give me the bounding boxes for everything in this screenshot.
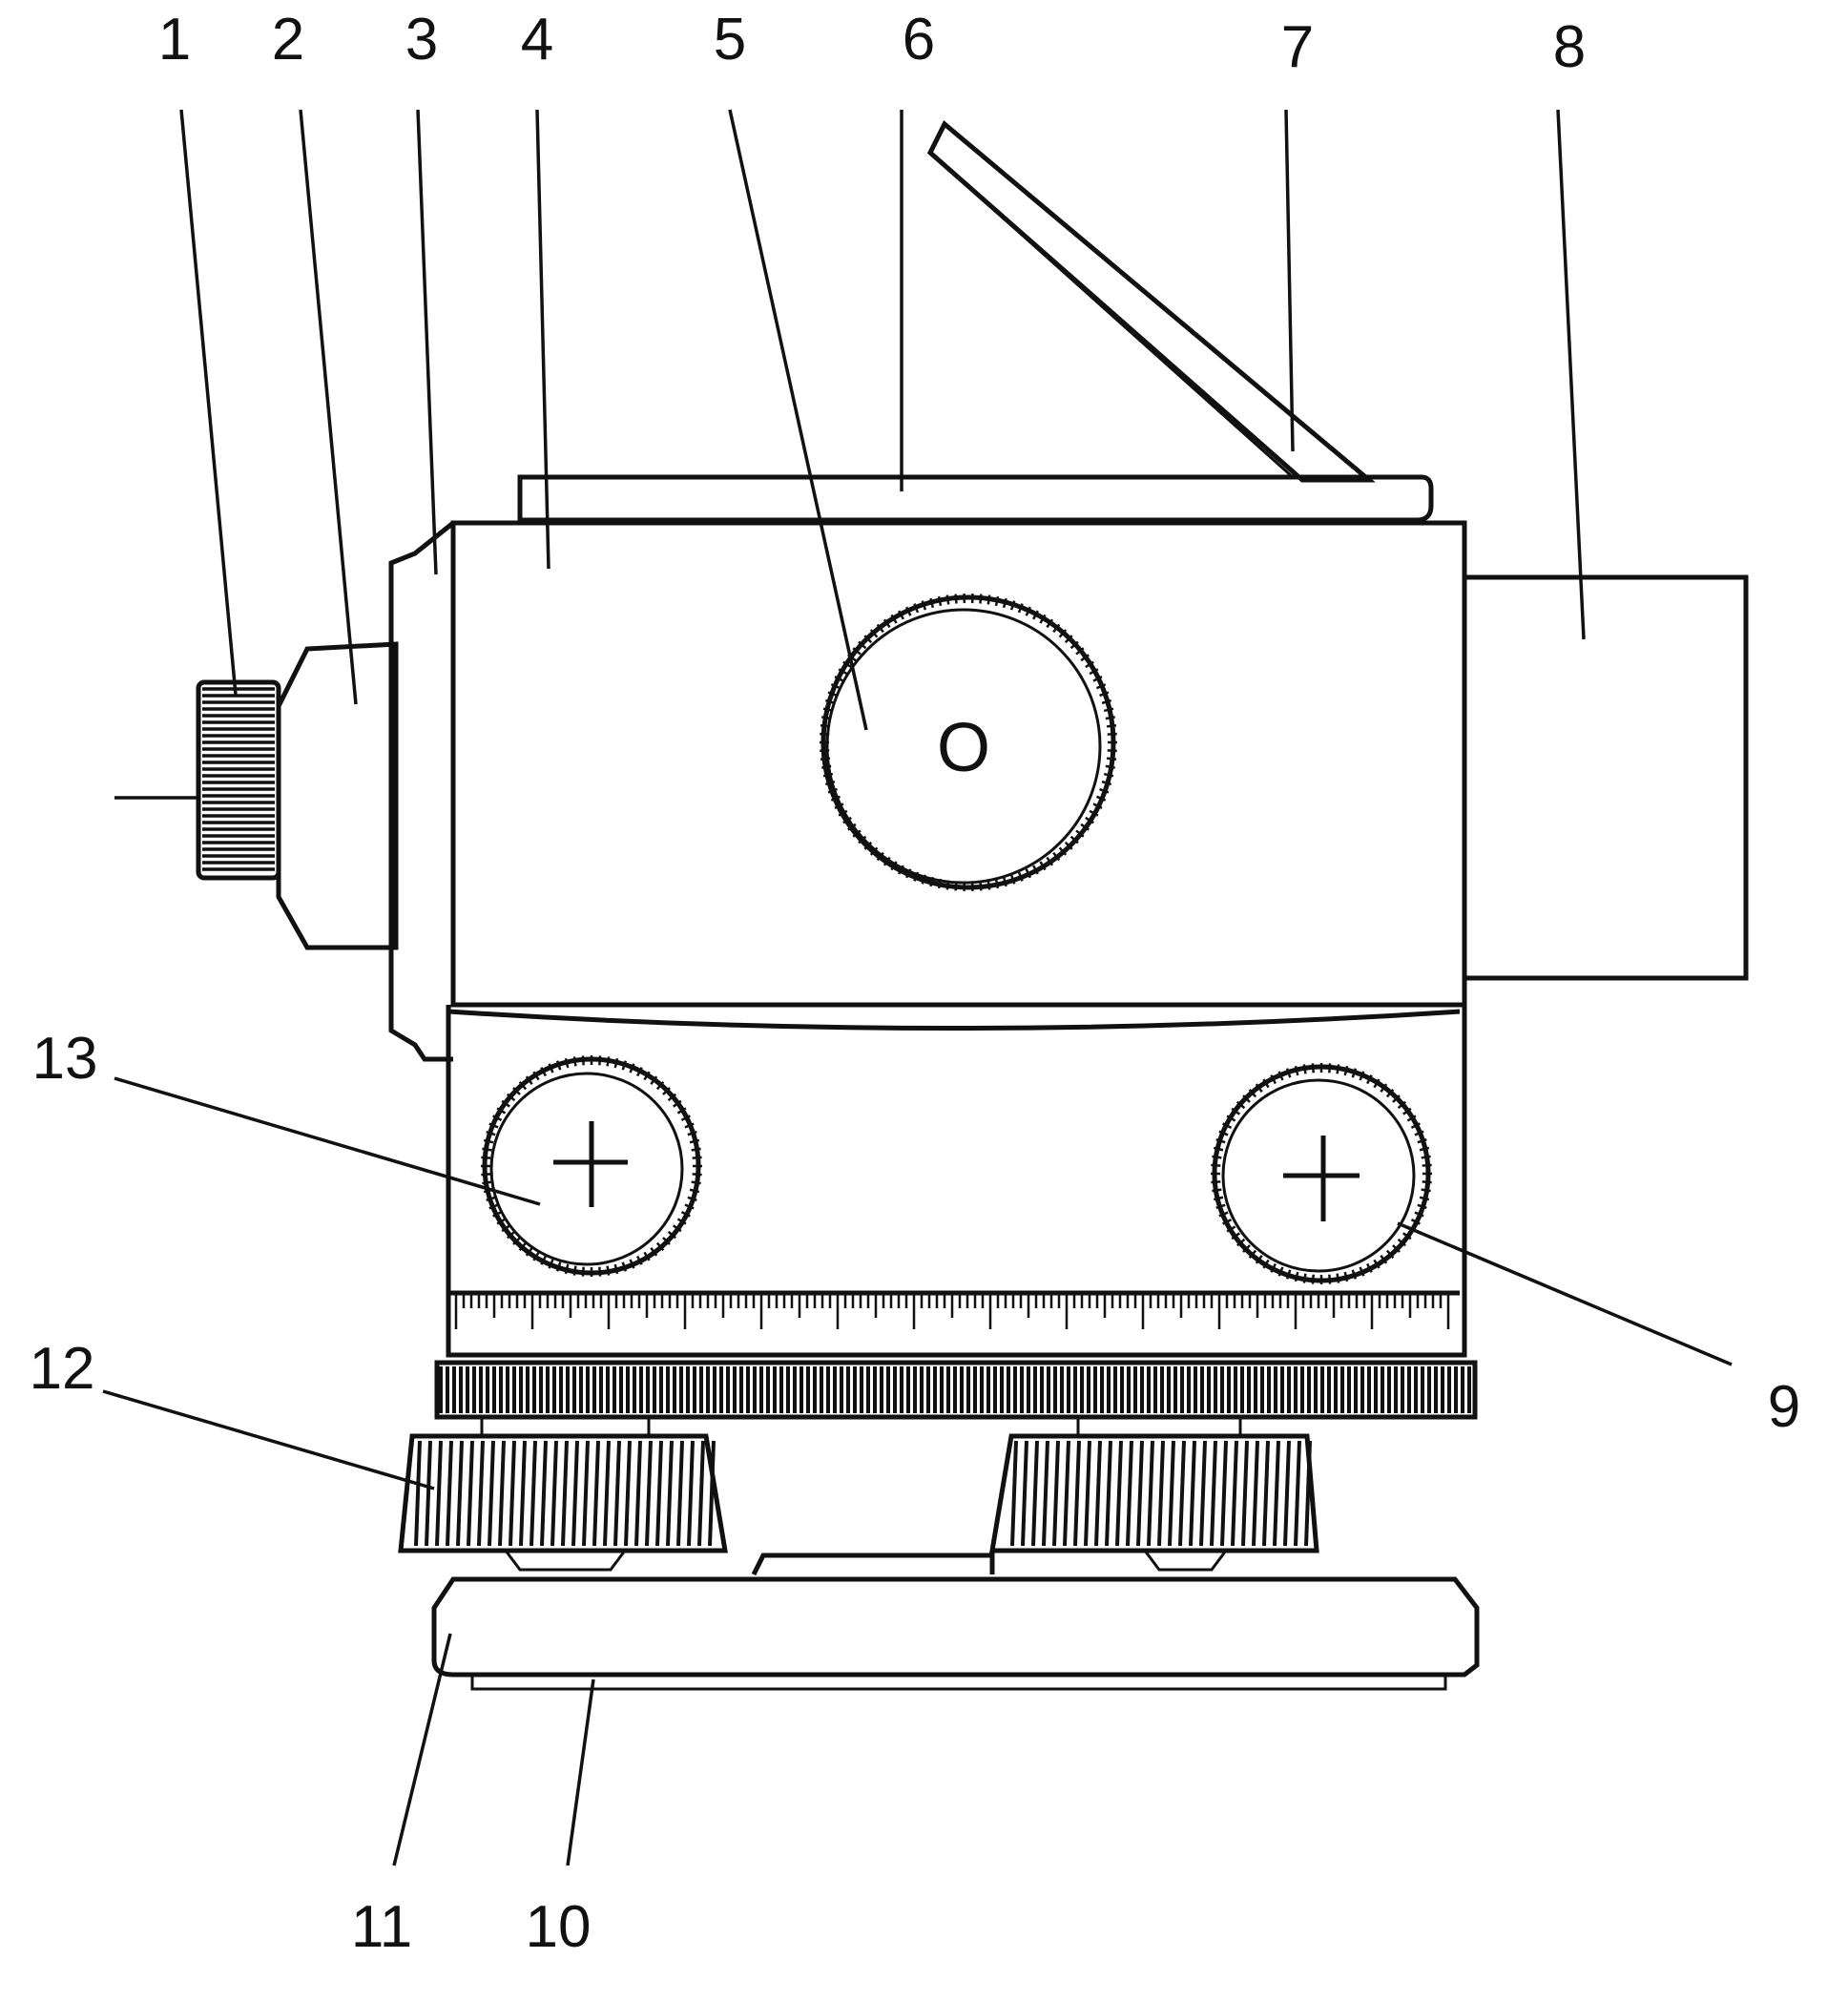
eyepiece-knob (196, 679, 281, 881)
side-frame (388, 521, 455, 1062)
callout-label-5: 5 (714, 7, 746, 73)
callout-label-7: 7 (1281, 14, 1314, 80)
lower-body (446, 1005, 1467, 1358)
top-plate (517, 474, 1434, 523)
center-plate (751, 1553, 995, 1576)
horizontal-drive-knob-right (1211, 1063, 1432, 1284)
base-plate (431, 1576, 1480, 1678)
callout-label-11: 11 (351, 1894, 412, 1960)
callout-label-1: 1 (158, 7, 191, 73)
callout-label-10: 10 (526, 1894, 592, 1960)
focus-knob: O (820, 594, 1117, 891)
callout-labels: 1 2 3 4 5 6 7 8 9 10 11 12 13 (30, 7, 1801, 1960)
leveling-screw-left (398, 1433, 728, 1572)
leveling-screw-right (989, 1433, 1319, 1572)
sight-bar (926, 120, 1376, 483)
callout-label-3: 3 (405, 7, 438, 73)
callout-label-8: 8 (1553, 14, 1586, 80)
knurled-ring (434, 1360, 1478, 1420)
leader-lines (102, 109, 1733, 1866)
focus-knob-mark: O (937, 710, 990, 786)
callout-label-13: 13 (32, 1026, 98, 1092)
callout-label-6: 6 (903, 7, 935, 73)
callout-label-2: 2 (272, 7, 304, 73)
eyepiece-body (276, 641, 399, 950)
objective-tube (1462, 574, 1749, 981)
callout-label-9: 9 (1768, 1374, 1800, 1440)
leveling-screw-posts (480, 1417, 1242, 1436)
bottom-plate (470, 1677, 1447, 1691)
callout-label-12: 12 (30, 1336, 95, 1402)
horizontal-circle-scale (448, 1290, 1460, 1329)
horizontal-drive-knob-left (481, 1055, 702, 1277)
callout-label-4: 4 (521, 7, 553, 73)
